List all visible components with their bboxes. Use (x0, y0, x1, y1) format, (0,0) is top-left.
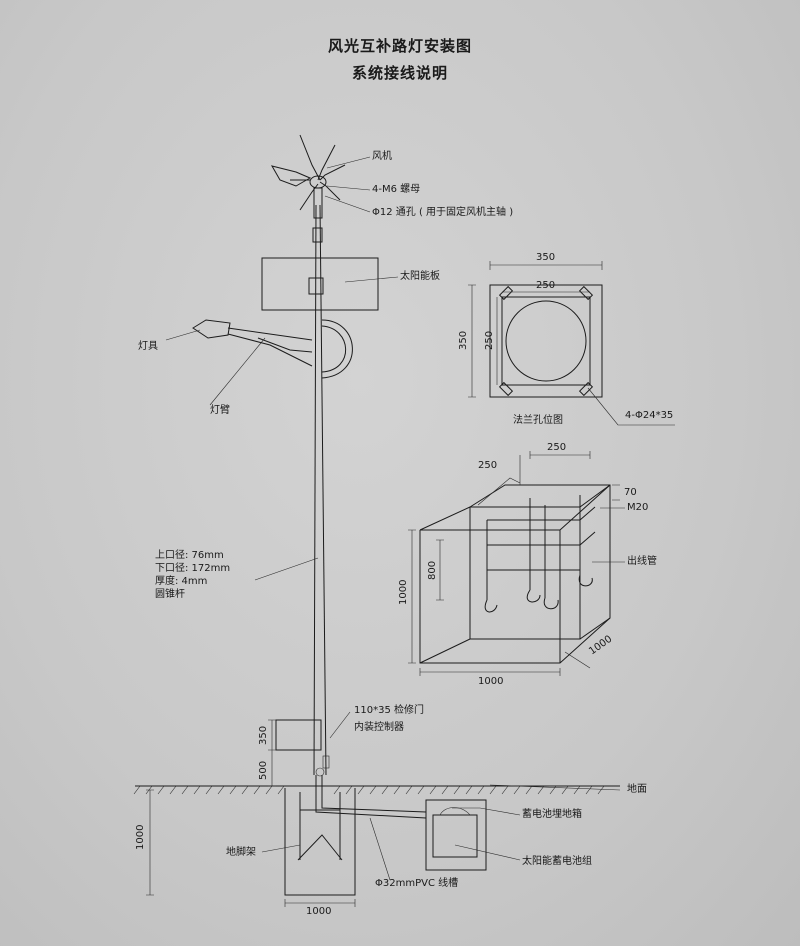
label-through-hole: Φ12 通孔 ( 用于固定风机主轴 ) (372, 207, 514, 218)
dim-flange-side-outer: 350 (458, 330, 469, 350)
ground (133, 785, 620, 795)
label-solar-panel: 太阳能板 (400, 271, 440, 282)
label-bolt: M20 (627, 502, 649, 513)
wind-turbine-icon (270, 134, 346, 243)
pole (313, 204, 327, 776)
dim-flange-inner: 250 (536, 280, 556, 291)
dim-flange-side-inner: 250 (484, 330, 495, 350)
dim-cage-left: 250 (478, 460, 498, 471)
foundation-cage (408, 451, 625, 676)
dim-cage-right: 250 (547, 442, 567, 453)
label-conduit: Φ32mmPVC 线槽 (375, 878, 459, 889)
label-battery: 太阳能蓄电池组 (522, 856, 592, 867)
flange-plan (468, 261, 675, 426)
label-flange: 法兰孔位图 (513, 415, 563, 426)
foundation-pit (284, 775, 427, 896)
label-pole-bottom: 下口径: 172mm (155, 563, 231, 574)
label-pole-type: 圆锥杆 (155, 589, 185, 600)
solar-panel-icon (261, 257, 379, 311)
label-pole-thickness: 厚度: 4mm (155, 576, 208, 587)
label-outlet-pipe: 出线管 (627, 556, 657, 567)
dim-pit-width: 1000 (306, 906, 332, 917)
label-foundation: 地脚架 (226, 847, 256, 858)
dim-box-width: 1000 (478, 676, 504, 687)
label-lamp: 灯具 (138, 341, 158, 352)
label-nut: 4-M6 螺母 (372, 184, 421, 195)
label-battery-box: 蓄电池埋地箱 (522, 809, 582, 820)
diagram-title: 风光互补路灯安装图 (327, 37, 472, 55)
dim-door-500: 500 (258, 760, 269, 780)
label-pole-top: 上口径: 76mm (155, 550, 224, 561)
dim-pit-depth: 1000 (135, 824, 146, 850)
label-controller: 内装控制器 (354, 722, 404, 733)
battery-box-icon (425, 799, 487, 871)
lamp-icon (192, 319, 353, 379)
label-door: 110*35 检修门 (354, 705, 424, 716)
dim-box-height: 1000 (398, 579, 409, 605)
label-wind-turbine: 风机 (372, 151, 392, 162)
dim-cage-top: 70 (624, 487, 637, 498)
door-box (275, 719, 322, 751)
label-flange-holes: 4-Φ24*35 (625, 410, 674, 421)
label-ground: 地面 (627, 784, 647, 795)
dim-flange-outer: 350 (536, 252, 556, 263)
dim-door-350: 350 (258, 725, 269, 745)
diagram-subtitle: 系统接线说明 (351, 64, 448, 82)
dim-cage-height: 800 (427, 560, 438, 580)
label-lamp-arm: 灯臂 (210, 405, 230, 416)
